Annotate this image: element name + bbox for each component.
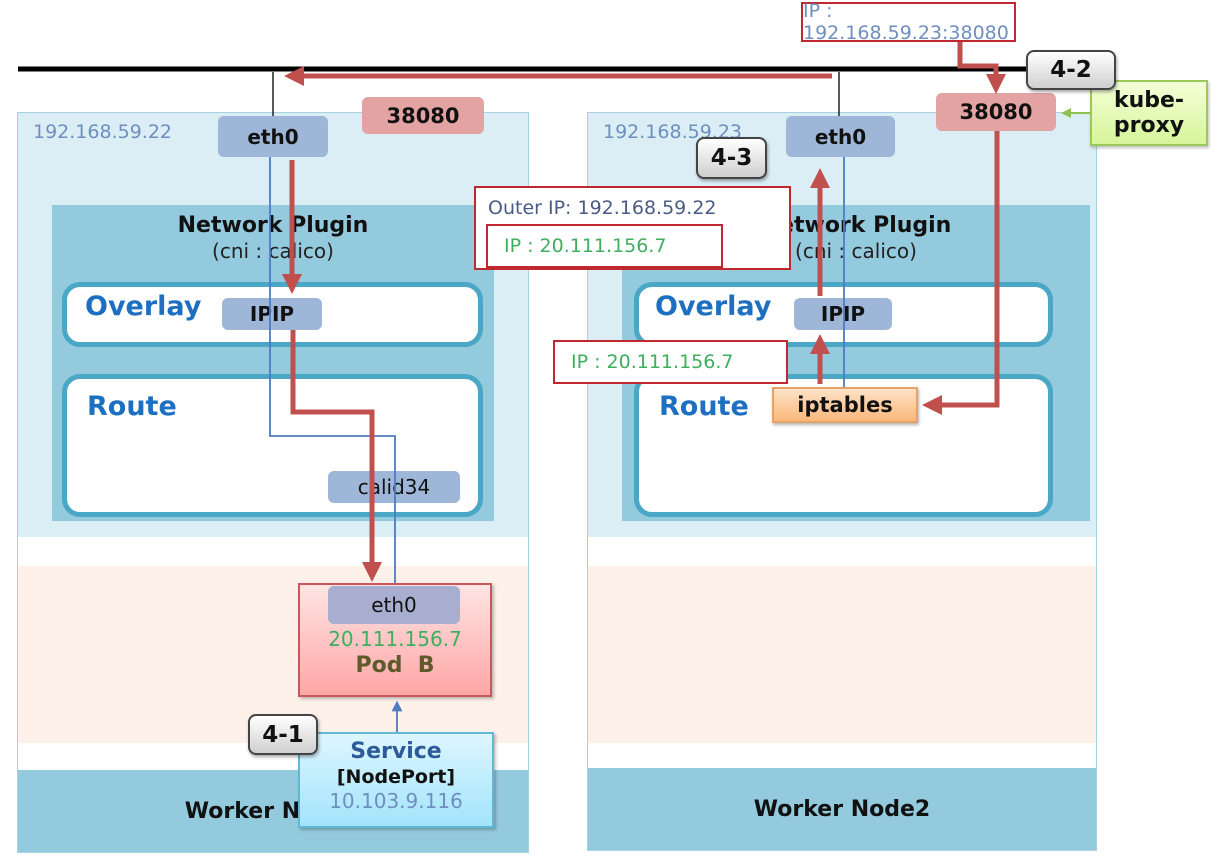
node1-route-label: Route xyxy=(87,391,177,422)
top-ip-label: IP : 192.168.59.23:38080 xyxy=(803,0,1009,44)
node2-port-badge: 38080 xyxy=(936,93,1056,131)
node1-eth0: eth0 xyxy=(218,116,328,157)
outer-ip-label: Outer IP: 192.168.59.22 xyxy=(488,197,717,219)
node2-name: Worker Node2 xyxy=(753,796,931,822)
node1-plugin-subtitle: (cni : calico) xyxy=(212,239,334,263)
iptables-box: iptables xyxy=(772,387,918,423)
step-4-1-badge: 4-1 xyxy=(248,714,318,755)
node2-plugin-subtitle: (cni : calico) xyxy=(795,239,917,263)
service-type: [NodePort] xyxy=(336,766,456,788)
node2-pod-area xyxy=(588,566,1096,743)
inner-ip-box: IP : 20.111.156.7 xyxy=(486,224,723,268)
service-title: Service xyxy=(350,739,442,764)
kube-proxy-box: kube- proxy xyxy=(1090,80,1208,146)
node1-calid34: calid34 xyxy=(328,471,460,503)
inner-ip-label: IP : 20.111.156.7 xyxy=(504,235,667,257)
pod-b-eth0: eth0 xyxy=(328,586,460,624)
service-nodeport: Service [NodePort] 10.103.9.116 xyxy=(298,732,494,828)
route-ip-box: IP : 20.111.156.7 xyxy=(553,340,788,384)
step-4-3-badge: 4-3 xyxy=(696,137,767,179)
top-ip-label-box: IP : 192.168.59.23:38080 xyxy=(801,0,1016,44)
pod-b: eth0 20.111.156.7 Pod B xyxy=(298,583,492,697)
node2-name-bar: Worker Node2 xyxy=(588,768,1096,850)
route-ip-label: IP : 20.111.156.7 xyxy=(571,351,734,373)
kube-proxy-line2: proxy xyxy=(1113,113,1185,138)
pod-b-name: Pod B xyxy=(355,653,435,678)
node1-plugin-title: Network Plugin xyxy=(177,213,369,238)
pod-b-ip: 20.111.156.7 xyxy=(328,627,462,651)
flow-top-to-port xyxy=(957,42,1006,94)
node1-port-badge: 38080 xyxy=(362,97,484,134)
node1-ipip: IPIP xyxy=(222,298,322,330)
outer-ip-box: Outer IP: 192.168.59.22 IP : 20.111.156.… xyxy=(474,186,791,270)
node2-eth0: eth0 xyxy=(786,116,895,157)
step-4-2-badge: 4-2 xyxy=(1026,50,1116,90)
node1-ip: 192.168.59.22 xyxy=(33,121,173,143)
node2-route-label: Route xyxy=(659,391,749,422)
node2-plugin-title: Network Plugin xyxy=(760,213,952,238)
node2-ipip: IPIP xyxy=(794,298,892,330)
kube-proxy-line1: kube- xyxy=(1113,88,1185,113)
node2-overlay-label: Overlay xyxy=(655,291,772,322)
service-ip: 10.103.9.116 xyxy=(329,789,463,813)
node1-overlay-label: Overlay xyxy=(85,291,202,322)
